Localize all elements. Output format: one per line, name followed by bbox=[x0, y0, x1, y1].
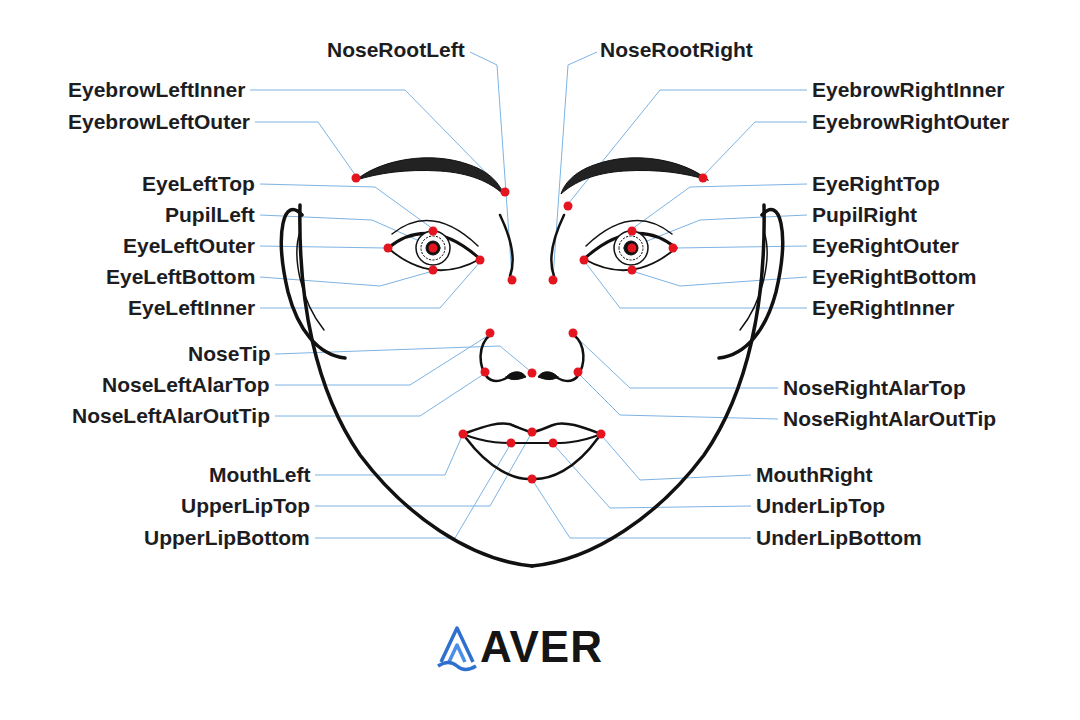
landmark-dot bbox=[459, 430, 468, 439]
landmark-label: EyeLeftOuter bbox=[123, 233, 255, 258]
landmark-dot bbox=[501, 188, 510, 197]
landmark-label: EyeLeftBottom bbox=[106, 264, 255, 289]
leader-line bbox=[255, 122, 356, 176]
landmark-dot bbox=[429, 244, 438, 253]
landmark-dot bbox=[352, 174, 361, 183]
landmark-dots bbox=[352, 174, 708, 484]
landmark-label: NoseLeftAlarOutTip bbox=[72, 403, 270, 428]
landmark-dot bbox=[549, 439, 558, 448]
landmark-dot bbox=[486, 329, 495, 338]
landmark-label: MouthLeft bbox=[209, 462, 310, 487]
landmark-dot bbox=[580, 256, 589, 265]
leader-lines bbox=[250, 52, 807, 538]
landmark-dot bbox=[507, 439, 516, 448]
landmark-label: EyeRightInner bbox=[812, 295, 954, 320]
landmark-dot bbox=[549, 276, 558, 285]
lips bbox=[463, 423, 601, 479]
landmark-dot bbox=[597, 430, 606, 439]
leader-line bbox=[260, 215, 433, 247]
pupil bbox=[426, 241, 440, 255]
face-outline bbox=[300, 205, 532, 566]
landmark-label: NoseRootRight bbox=[600, 37, 753, 62]
landmark-label: EyeRightBottom bbox=[812, 264, 977, 289]
landmark-dot bbox=[628, 227, 637, 236]
iris-pattern bbox=[421, 236, 445, 260]
landmark-dot bbox=[528, 369, 537, 378]
landmark-label: EyeRightTop bbox=[812, 171, 940, 196]
landmark-label: EyebrowRightOuter bbox=[812, 109, 1009, 134]
eyebrow bbox=[356, 158, 503, 194]
landmark-dot bbox=[669, 244, 678, 253]
leader-line bbox=[275, 374, 484, 416]
landmark-label: NoseRightAlarTop bbox=[783, 375, 966, 400]
landmark-label: EyeLeftInner bbox=[128, 295, 255, 320]
landmark-label: MouthRight bbox=[756, 462, 873, 487]
logo-wave bbox=[438, 663, 476, 670]
landmark-dot bbox=[564, 202, 573, 211]
leader-line bbox=[260, 246, 386, 248]
ear-inner bbox=[297, 232, 324, 330]
logo-wordmark: AVER bbox=[480, 621, 603, 674]
landmark-dot bbox=[628, 266, 637, 275]
nostril bbox=[506, 372, 526, 380]
landmark-label: NoseRootLeft bbox=[327, 37, 465, 62]
landmark-dot bbox=[429, 266, 438, 275]
landmark-label: UpperLipTop bbox=[181, 493, 310, 518]
logo-mountain bbox=[441, 628, 473, 662]
landmark-dot bbox=[429, 227, 438, 236]
landmark-label: PupilRight bbox=[812, 202, 917, 227]
face-half bbox=[281, 158, 532, 566]
landmark-label: PupilLeft bbox=[165, 202, 255, 227]
iris bbox=[416, 231, 450, 265]
leader-line bbox=[568, 90, 807, 204]
landmark-label: NoseTip bbox=[188, 341, 270, 366]
landmark-dot bbox=[528, 475, 537, 484]
leader-line bbox=[260, 184, 433, 229]
leader-line bbox=[533, 481, 751, 538]
landmark-dot bbox=[481, 368, 490, 377]
landmark-label: EyeLeftTop bbox=[142, 171, 255, 196]
leader-line bbox=[553, 52, 597, 278]
landmark-label: UnderLipBottom bbox=[756, 525, 922, 550]
leader-line bbox=[315, 445, 510, 538]
leader-line bbox=[703, 122, 807, 176]
face-half-mirrored bbox=[532, 158, 783, 566]
leader-line bbox=[675, 246, 807, 248]
landmark-dot bbox=[569, 329, 578, 338]
nose-bridge bbox=[500, 215, 513, 276]
landmark-label: EyebrowLeftOuter bbox=[68, 109, 250, 134]
landmark-label: EyebrowLeftInner bbox=[68, 77, 245, 102]
landmark-dot bbox=[699, 174, 708, 183]
landmark-dot bbox=[508, 276, 517, 285]
landmark-label: UpperLipBottom bbox=[144, 525, 310, 550]
landmark-dot bbox=[628, 244, 637, 253]
leader-line bbox=[315, 436, 462, 475]
leader-line bbox=[275, 335, 489, 385]
landmark-label: UnderLipTop bbox=[756, 493, 885, 518]
logo-mountain-inner bbox=[449, 645, 465, 662]
landmark-label: NoseRightAlarOutTip bbox=[783, 406, 996, 431]
landmark-dot bbox=[384, 244, 393, 253]
landmark-dot bbox=[574, 368, 583, 377]
landmark-dot bbox=[476, 256, 485, 265]
leader-line bbox=[260, 262, 480, 308]
landmark-label: EyebrowRightInner bbox=[812, 77, 1005, 102]
landmark-dot bbox=[528, 428, 537, 437]
leader-line bbox=[579, 374, 778, 419]
lower-lip bbox=[466, 438, 598, 479]
logo-icon bbox=[438, 628, 476, 670]
ear bbox=[281, 210, 345, 358]
landmark-label: NoseLeftAlarTop bbox=[102, 372, 270, 397]
landmark-label: EyeRightOuter bbox=[812, 233, 959, 258]
nostril-wing bbox=[481, 335, 510, 381]
leader-line bbox=[602, 436, 751, 480]
